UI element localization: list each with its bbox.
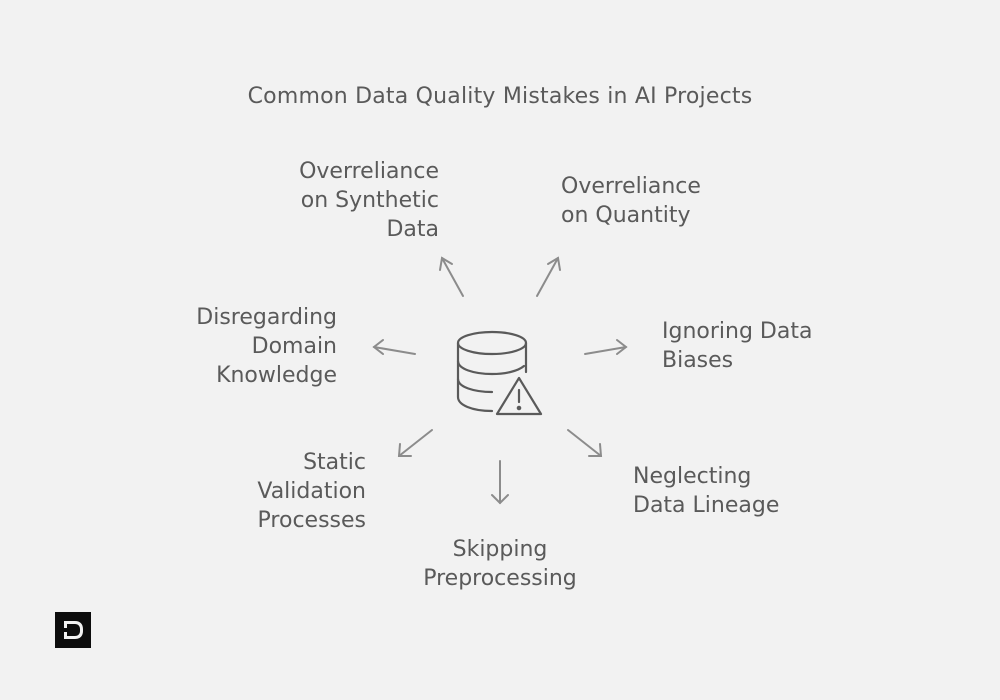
label-overreliance-quantity: Overreliance on Quantity [561,174,701,228]
label-static-validation-processes: Static Validation Processes [257,450,366,533]
arrowhead-biases [616,339,628,355]
logo-icon [55,612,91,648]
label-overreliance-synthetic-data: Overreliance on Synthetic Data [299,159,439,242]
label-skipping-preprocessing: Skipping Preprocessing [423,537,577,591]
arrow-quantity [536,257,559,297]
arrowhead-quantity [547,256,561,271]
label-ignoring-data-biases: Ignoring Data Biases [662,319,813,373]
arrowhead-domain [372,339,384,355]
label-neglecting-data-lineage: Neglecting Data Lineage [633,464,780,518]
label-disregarding-domain-knowledge: Disregarding Domain Knowledge [196,305,337,388]
arrowhead-skipping [491,494,509,505]
arrows [372,256,628,505]
arrow-synthetic [441,257,464,297]
arrowhead-static [397,443,412,457]
arrow-lineage [567,429,602,457]
arrowhead-lineage [588,443,603,457]
arrow-domain [373,346,416,355]
database-warning-icon [456,330,543,416]
diagram-title: Common Data Quality Mistakes in AI Proje… [247,84,753,109]
arrow-biases [584,346,627,355]
arrow-static [398,429,433,457]
logo-mark [64,621,83,639]
arrowhead-synthetic [439,256,453,271]
